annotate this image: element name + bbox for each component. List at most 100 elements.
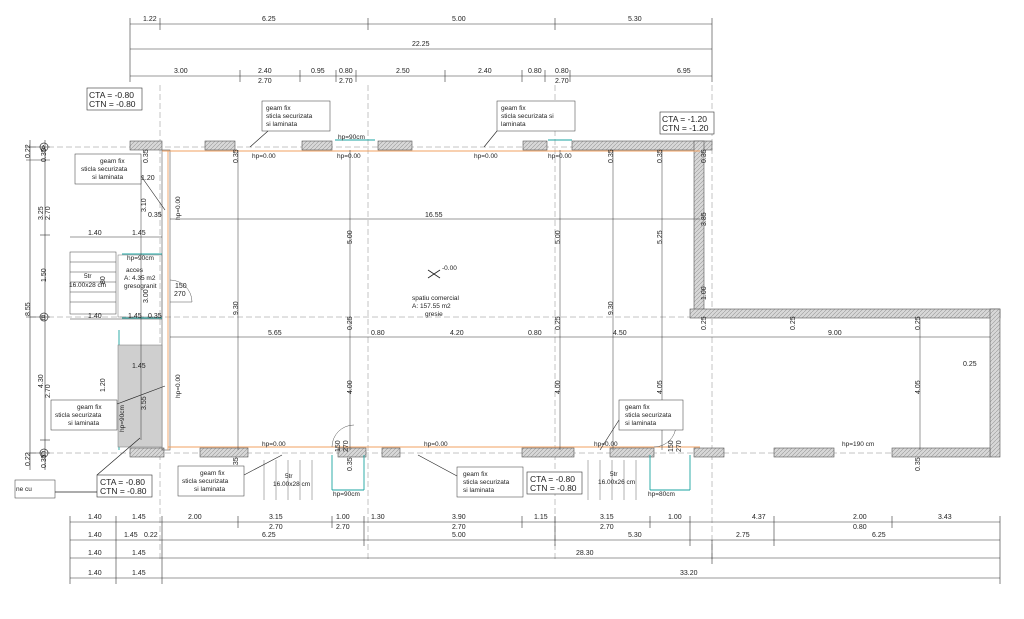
- dim-bot1a-7: 1.15: [534, 514, 548, 521]
- dim-bot1b-4: 0.80: [853, 524, 867, 531]
- svg-text:CTA = -0.80: CTA = -0.80: [100, 477, 145, 487]
- dim-bot3-2: 28.30: [576, 550, 594, 557]
- svg-text:si laminata: si laminata: [194, 486, 225, 493]
- svg-text:CTA = -1.20: CTA = -1.20: [662, 114, 707, 124]
- dim-top2: 22.25: [412, 41, 430, 48]
- dim-bot2-3: 6.25: [262, 532, 276, 539]
- dim-0-25e: 0.25: [915, 316, 922, 330]
- dim-left-0: 0.22: [25, 144, 32, 158]
- dim-5-00a: 5.00: [347, 230, 354, 244]
- svg-text:sticla securizata: sticla securizata: [81, 166, 128, 173]
- dim-150b: 150: [335, 440, 342, 452]
- dim-0-25d: 0.25: [790, 316, 797, 330]
- svg-text:si laminata: si laminata: [463, 487, 494, 494]
- dim-1-45c: 1.45: [132, 363, 146, 370]
- hp-label-1: hp=0.00: [252, 153, 276, 160]
- dim-bot2-1: 1.45: [124, 532, 138, 539]
- hp-label-7: hp=0.00: [262, 441, 286, 448]
- bottom-dimension-text: 1.40 1.45 2.00 3.15 1.00 1.30 3.90 1.15 …: [88, 514, 952, 577]
- dim-0-35h: 0.35: [915, 457, 922, 471]
- dim-top3a-5: 2.40: [478, 68, 492, 75]
- dim-bot1a-3: 3.15: [269, 514, 283, 521]
- dim-top3a-2: 0.95: [311, 68, 325, 75]
- dim-4-20: 4.20: [450, 330, 464, 337]
- dim-left-2: 2.70: [45, 206, 52, 220]
- dim-left-3: 3.25: [38, 206, 45, 220]
- dim-top3b-1: 2.70: [339, 78, 353, 85]
- bottom-stairs: [263, 460, 637, 500]
- dim-1-20b: 1.20: [100, 378, 107, 392]
- dim-bot1a-8: 3.15: [600, 514, 614, 521]
- dim-top1-0: 1.22: [143, 16, 157, 23]
- dim-0-35f: 0.35: [233, 457, 240, 471]
- dim-left-7: 4.30: [38, 374, 45, 388]
- dim-bot2-5: 5.30: [628, 532, 642, 539]
- dim-0-35c: 0.35: [608, 149, 615, 163]
- hp-label-9: hp=0.00: [594, 441, 618, 448]
- dim-0-35a: 0.35: [143, 149, 150, 163]
- svg-text:si laminata: si laminata: [92, 174, 123, 181]
- dim-9-30a: 9.30: [233, 301, 240, 315]
- dim-bot1a-12: 3.43: [938, 514, 952, 521]
- dim-bot4-0: 1.40: [88, 570, 102, 577]
- hp-label-3: hp=0.00: [474, 153, 498, 160]
- dim-top3a-4: 2.50: [396, 68, 410, 75]
- svg-text:laminata: laminata: [501, 121, 526, 128]
- svg-text:CTN = -0.80: CTN = -0.80: [89, 99, 136, 109]
- dim-bot2-0: 1.40: [88, 532, 102, 539]
- dim-0-25c: 0.25: [701, 316, 708, 330]
- stairs2-line1: 5tr: [285, 473, 293, 480]
- dim-left-4: 1.50: [41, 268, 48, 282]
- dim-bot3-0: 1.40: [88, 550, 102, 557]
- access-shaded-zone: [117, 344, 163, 448]
- dim-1-45b: 1.45: [128, 313, 142, 320]
- dim-top3a-3: 0.80: [339, 68, 353, 75]
- dim-4-05b: 4.05: [915, 380, 922, 394]
- dim-bot3-1: 1.45: [132, 550, 146, 557]
- dim-bot2-6: 2.75: [736, 532, 750, 539]
- svg-text:CTA = -0.80: CTA = -0.80: [89, 90, 134, 100]
- dim-1-40a: 1.40: [88, 230, 102, 237]
- dim-bot4-1: 1.45: [132, 570, 146, 577]
- svg-text:sticla securizata: sticla securizata: [625, 412, 672, 419]
- svg-text:sticla securizata si: sticla securizata si: [501, 113, 554, 120]
- svg-text:CTN = -0.80: CTN = -0.80: [100, 486, 147, 496]
- dim-left-6: 2.70: [45, 384, 52, 398]
- dim-0-25f: 0.25: [963, 361, 977, 368]
- top-dimension-text: 1.22 6.25 5.00 5.30 22.25 3.00 2.40 0.95…: [143, 16, 691, 85]
- dim-bot1a-9: 1.00: [668, 514, 682, 521]
- dim-top3a-7: 0.80: [555, 68, 569, 75]
- cta-top-right: CTA = -1.20 CTN = -1.20: [659, 111, 715, 135]
- left-dimension-lines: [26, 140, 50, 470]
- level-mark: -0.00: [442, 265, 457, 272]
- glass-callout-5: geam fix sticla securizata si laminata: [177, 454, 283, 497]
- dim-9-30b: 9.30: [608, 301, 615, 315]
- access-room-outline: [117, 254, 163, 318]
- axis-markers: A B C: [39, 142, 49, 458]
- cta-bottom-left: CTA = -0.80 CTN = -0.80: [96, 474, 153, 498]
- svg-text:sticla securizata: sticla securizata: [182, 478, 229, 485]
- cta-leaders: [52, 437, 141, 493]
- dim-top3a-1: 2.40: [258, 68, 272, 75]
- svg-text:CTN = -1.20: CTN = -1.20: [662, 123, 709, 133]
- hp-label-90b: hp=90cm: [119, 405, 126, 432]
- dim-0-35i: 0.35: [148, 313, 162, 320]
- hp-label-90d: hp=90cm: [338, 134, 365, 141]
- dim-bot1a-11: 2.00: [853, 514, 867, 521]
- access-room-name: acces: [126, 267, 144, 274]
- top-dimension-lines: [129, 18, 713, 82]
- dim-1-00: 1.00: [701, 286, 708, 300]
- dim-9-00: 9.00: [828, 330, 842, 337]
- dim-bot1a-2: 2.00: [188, 514, 202, 521]
- dim-0-80a: 0.80: [371, 330, 385, 337]
- dim-3-00: 3.00: [143, 289, 150, 303]
- dim-bot1a-6: 3.90: [452, 514, 466, 521]
- dim-1-40b: 1.40: [88, 313, 102, 320]
- dim-bot1b-2: 2.70: [452, 524, 466, 531]
- access-room-area: A: 4.35 m2: [124, 275, 156, 282]
- walls: [129, 140, 1001, 458]
- axis-label-b: B: [41, 315, 46, 322]
- dim-3-55: 3.55: [141, 396, 148, 410]
- dim-270c: 270: [676, 440, 683, 452]
- dim-bot2-4: 5.00: [452, 532, 466, 539]
